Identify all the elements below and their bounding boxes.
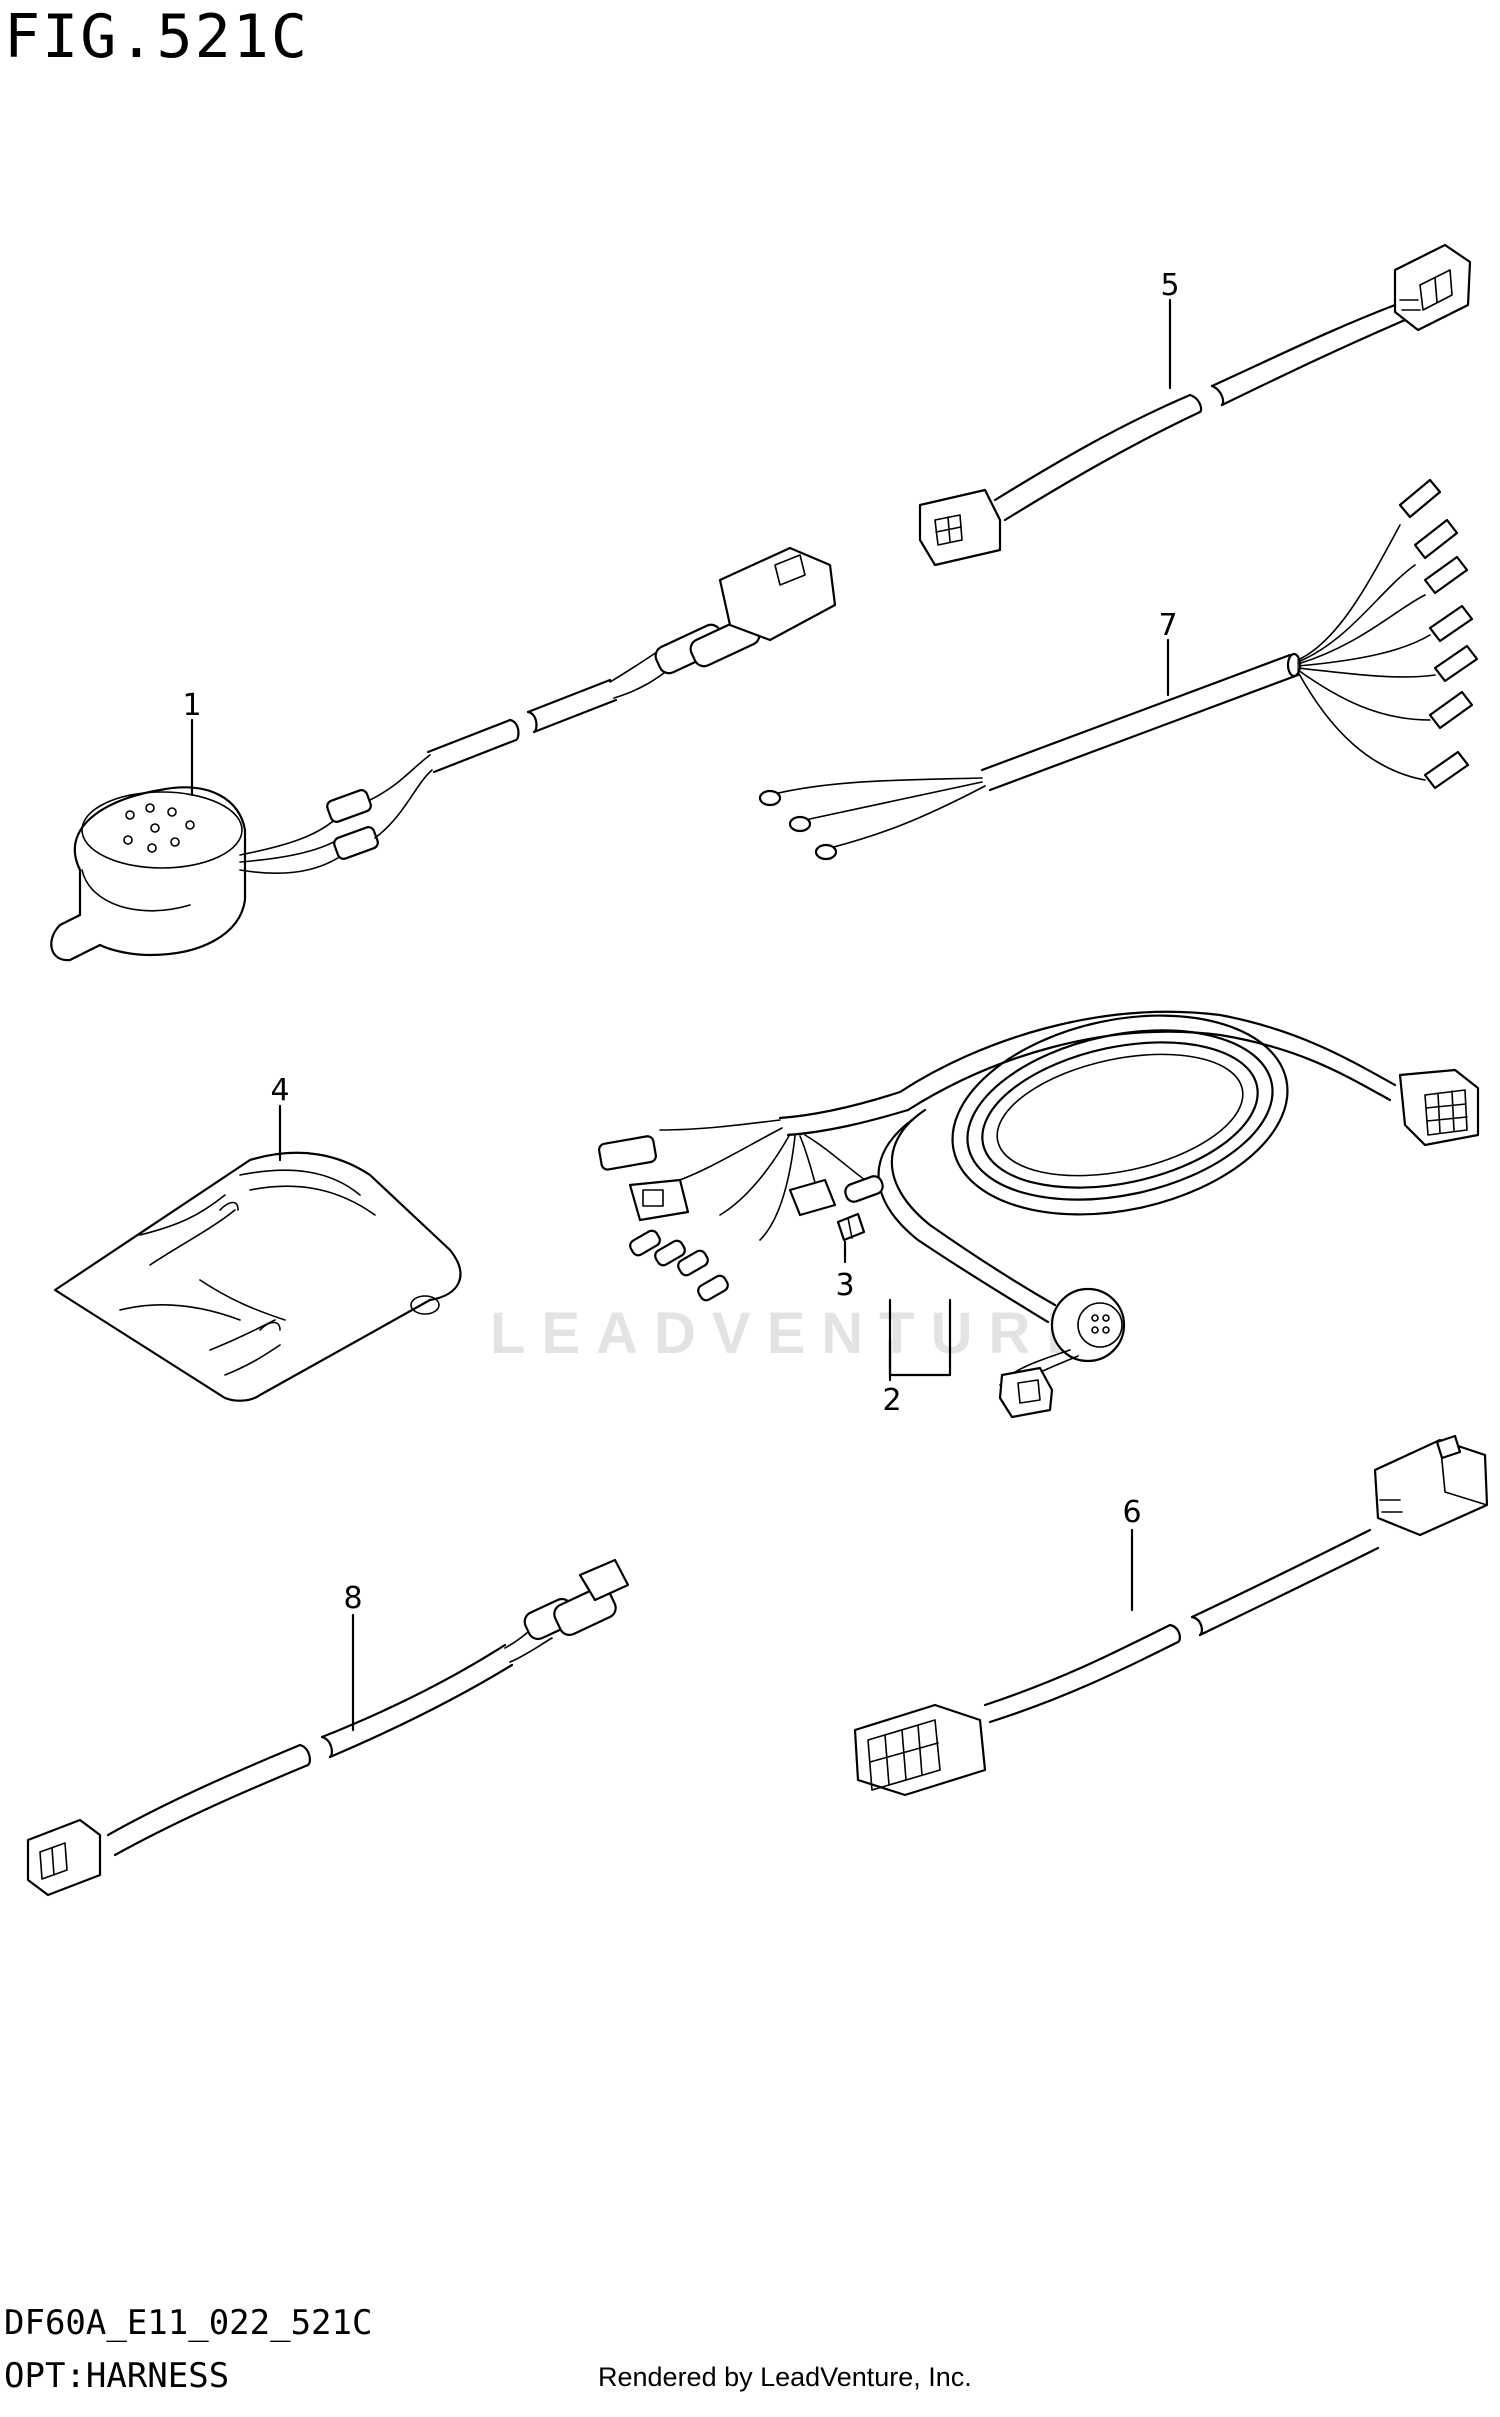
part-5-extension-harness[interactable] <box>918 243 1472 567</box>
diagram-code: DF60A_E11_022_521C <box>4 2303 373 2343</box>
part-4-parts-bag[interactable] <box>53 1151 462 1402</box>
part-7-lead-wire-harness[interactable] <box>758 478 1479 861</box>
figure-title: FIG.521C <box>4 2 309 72</box>
rendered-by-credit: Rendered by LeadVenture, Inc. <box>598 2362 972 2392</box>
part-8-adapter-harness[interactable] <box>26 1558 630 1897</box>
callout-7: 7 <box>1158 608 1177 643</box>
leader-line-2 <box>888 1298 952 1377</box>
callout-8: 8 <box>343 1581 362 1616</box>
callout-3: 3 <box>835 1268 854 1303</box>
part-2-main-harness[interactable] <box>598 987 1480 1419</box>
callout-6: 6 <box>1122 1495 1141 1530</box>
part-3-fuse[interactable] <box>836 1212 866 1242</box>
watermark: LEADVENTURE <box>490 1301 1102 1366</box>
part-6-extension-harness[interactable] <box>853 1434 1489 1797</box>
callout-1: 1 <box>182 688 201 723</box>
callout-5: 5 <box>1160 268 1179 303</box>
section-name: OPT:HARNESS <box>4 2356 230 2396</box>
part-1-buzzer[interactable] <box>50 546 837 962</box>
callout-2: 2 <box>882 1383 901 1418</box>
callout-4: 4 <box>270 1073 289 1108</box>
